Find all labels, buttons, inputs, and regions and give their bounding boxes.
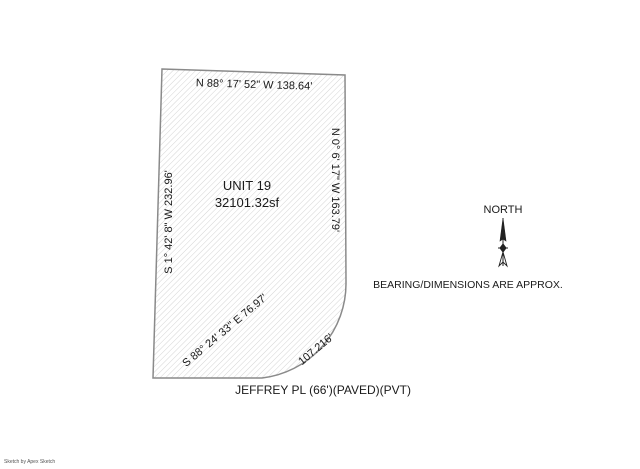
- left-bearing-label: S 1° 42' 8" W 232.96': [163, 170, 175, 274]
- unit-parcel-outline: [152, 68, 347, 379]
- area-label: 32101.32sf: [215, 195, 280, 210]
- street-label: JEFFREY PL (66')(PAVED)(PVT): [235, 383, 411, 397]
- top-bearing-label: N 88° 17' 52" W 138.64': [196, 77, 313, 92]
- right-bearing-label: N 0° 6' 17" W 163.79': [329, 128, 341, 232]
- north-arrow-icon: [498, 217, 508, 268]
- footer-credit: Sketch by Apex Sketch: [4, 459, 56, 465]
- north-label: NORTH: [484, 204, 523, 216]
- unit-label: UNIT 19: [223, 178, 271, 193]
- approx-note: BEARING/DIMENSIONS ARE APPROX.: [373, 279, 563, 291]
